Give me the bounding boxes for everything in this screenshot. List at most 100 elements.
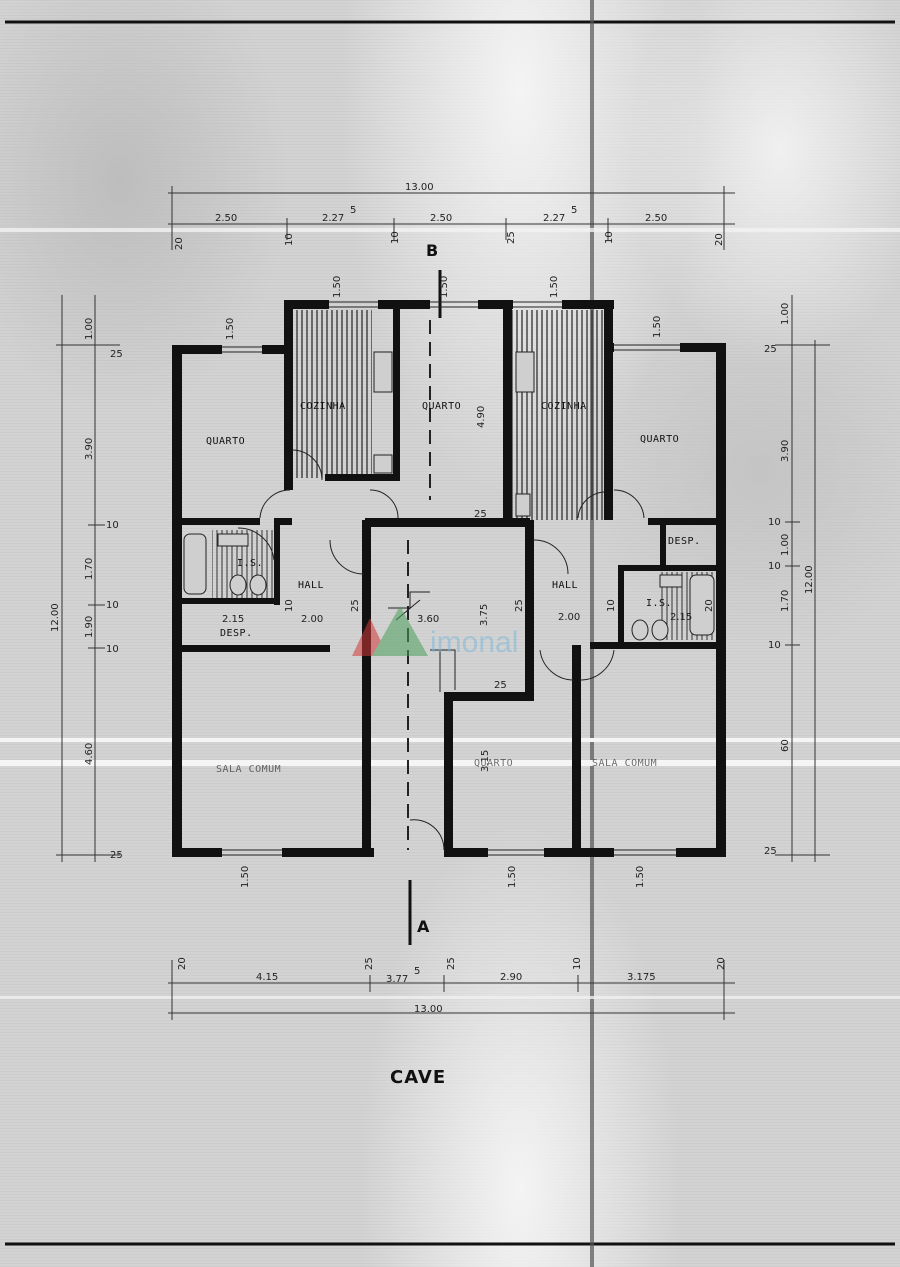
win-dim-cozinha-left: 1.50: [332, 276, 343, 298]
left-small-1: 25: [110, 349, 123, 360]
kitchen-right-floor: [512, 310, 604, 520]
room-hall-left: HALL: [298, 580, 324, 591]
left-dimensions: [56, 295, 120, 862]
wall-25-b: 25: [494, 680, 507, 691]
top-dim-1: 2.50: [215, 213, 237, 224]
quarto-center-height: 4.90: [476, 406, 487, 428]
left-small-5: 25: [110, 850, 123, 861]
top-dim-3: 2.50: [430, 213, 452, 224]
right-dimensions: [775, 295, 830, 862]
scan-band: [0, 228, 900, 232]
bottom-dimensions: [168, 960, 735, 1020]
bottom-small-5: 20: [716, 957, 727, 970]
left-small-3: 10: [106, 600, 119, 611]
win-dim-sala-left: 1.50: [240, 866, 251, 888]
watermark-text: imonal: [430, 626, 518, 659]
bottom-dim-1: 4.15: [256, 972, 278, 983]
bottom-dim-2: 3.77: [386, 974, 408, 985]
wall-25-a: 25: [474, 509, 487, 520]
watermark: imonal: [352, 606, 518, 659]
bottom-dim-3: 2.90: [500, 972, 522, 983]
room-sala-right: SALA COMUM: [592, 758, 657, 769]
left-small-2: 10: [106, 520, 119, 531]
left-dim-5: 4.60: [84, 743, 95, 765]
right-small-3: 10: [768, 561, 781, 572]
room-is-right: I.S.: [646, 598, 672, 609]
wall-10-a: 10: [284, 599, 295, 612]
right-dim-4: 1.70: [780, 590, 791, 612]
top-dim-5: 2.50: [645, 213, 667, 224]
stair-height: 3.75: [479, 604, 490, 626]
wall-25-d: 25: [514, 599, 525, 612]
section-b-label: B: [426, 241, 438, 260]
room-cozinha-right: COZINHA: [541, 401, 587, 412]
room-sala-left: SALA COMUM: [216, 764, 281, 775]
right-small-5: 25: [764, 846, 777, 857]
plan-title: CAVE: [390, 1067, 446, 1088]
scan-band: [0, 996, 900, 999]
stair-width: 3.60: [417, 614, 439, 625]
right-total-dim: 12.00: [804, 565, 815, 594]
win-dim-sala-right: 1.50: [635, 866, 646, 888]
top-dim-2-sup: 5: [350, 205, 356, 216]
top-dim-4-sup: 5: [571, 205, 577, 216]
bottom-small-2: 25: [364, 957, 375, 970]
room-cozinha-left: COZINHA: [300, 401, 346, 412]
right-dim-3: 1.00: [780, 534, 791, 556]
room-quarto-right: QUARTO: [640, 434, 679, 445]
win-dim-quarto-left: 1.50: [225, 318, 236, 340]
left-dim-2: 3.90: [84, 438, 95, 460]
left-dim-4: 1.90: [84, 616, 95, 638]
hall-right-width: 2.00: [558, 612, 580, 623]
bottom-total-dim: 13.00: [414, 1004, 443, 1015]
bottom-small-1: 20: [177, 957, 188, 970]
right-small-4: 10: [768, 640, 781, 651]
windows: [222, 301, 680, 856]
room-is-left: I.S.: [237, 558, 263, 569]
top-total-dim: 13.00: [405, 182, 434, 193]
top-small-6: 20: [714, 233, 725, 246]
left-total-dim: 12.00: [50, 603, 61, 632]
room-desp-right: DESP.: [668, 536, 701, 547]
right-dim-1: 1.00: [780, 303, 791, 325]
right-dim-2: 3.90: [780, 440, 791, 462]
wall-25-c: 25: [350, 599, 361, 612]
room-quarto-bottom: QUARTO: [474, 758, 513, 769]
bottom-dim-4: 3.175: [627, 972, 656, 983]
section-a-label: A: [417, 917, 430, 936]
kitchen-left-floor: [294, 310, 372, 478]
desp-left-width: 2.15: [222, 614, 244, 625]
top-small-5: 10: [604, 231, 615, 244]
left-small-4: 10: [106, 644, 119, 655]
win-dim-cozinha-right: 1.50: [549, 276, 560, 298]
room-desp-left: DESP.: [220, 628, 253, 639]
right-small-2: 10: [768, 517, 781, 528]
top-dim-2: 2.27: [322, 213, 344, 224]
wall-20: 20: [704, 599, 715, 612]
walls: [172, 300, 726, 857]
doors: [237, 449, 645, 851]
win-dim-quarto-center: 1.50: [439, 276, 450, 298]
hall-left-width: 2.00: [301, 614, 323, 625]
bottom-small-4: 10: [572, 957, 583, 970]
top-small-2: 10: [284, 233, 295, 246]
fixtures: [183, 351, 715, 641]
quarto-bottom-height: 3.15: [480, 750, 491, 772]
left-dim-1: 1.00: [84, 318, 95, 340]
win-dim-quarto-bottom: 1.50: [507, 866, 518, 888]
win-dim-quarto-right: 1.50: [652, 316, 663, 338]
right-dim-5: 60: [780, 739, 791, 752]
top-dimensions: [168, 186, 735, 250]
is-right-width: 2.15: [670, 612, 692, 623]
top-small-4: 25: [506, 231, 517, 244]
left-dim-3: 1.70: [84, 558, 95, 580]
room-hall-right: HALL: [552, 580, 578, 591]
section-axis: [407, 320, 431, 850]
bottom-small-3: 25: [446, 957, 457, 970]
room-quarto-left: QUARTO: [206, 436, 245, 447]
bottom-dim-2-sup: 5: [414, 966, 420, 977]
top-small-3: 10: [390, 231, 401, 244]
top-dim-4: 2.27: [543, 213, 565, 224]
